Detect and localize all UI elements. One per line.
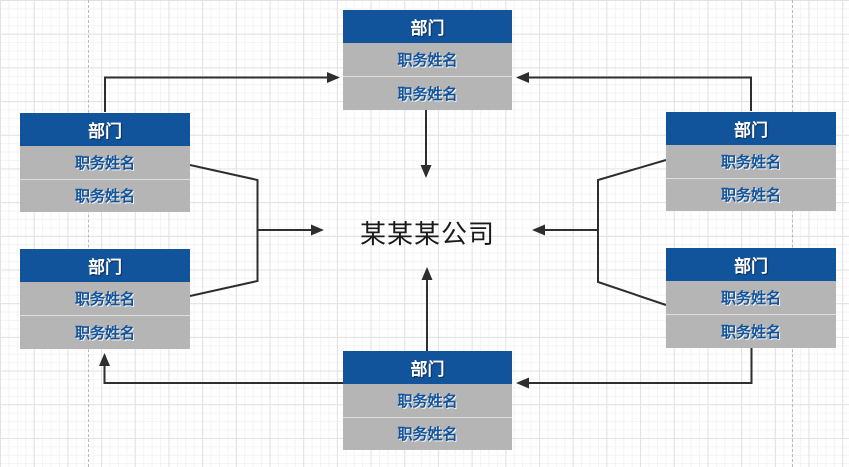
connector-rightbottom-to-bottombox[interactable] — [516, 348, 753, 389]
department-header: 部门 — [343, 10, 512, 43]
position-name-row: 职务姓名 — [20, 315, 190, 349]
connector-lefttop-to-topbox[interactable] — [104, 72, 340, 113]
org-box-right-bottom[interactable]: 部门 职务姓名 职务姓名 — [666, 248, 836, 348]
department-header: 部门 — [343, 351, 512, 384]
position-name-row: 职务姓名 — [666, 145, 836, 178]
page-boundary-dashed-line-left — [88, 0, 89, 467]
department-header: 部门 — [20, 113, 190, 146]
org-box-left-bottom[interactable]: 部门 职务姓名 职务姓名 — [20, 249, 190, 349]
position-name-row: 职务姓名 — [20, 178, 190, 212]
position-name-row: 职务姓名 — [666, 314, 836, 348]
position-name-row: 职务姓名 — [666, 177, 836, 211]
connector-right-bracket[interactable] — [597, 159, 667, 306]
position-name-row: 职务姓名 — [343, 43, 512, 76]
org-box-top-center[interactable]: 部门 职务姓名 职务姓名 — [343, 10, 512, 110]
connector-righttop-to-topbox[interactable] — [516, 72, 752, 112]
org-box-right-top[interactable]: 部门 职务姓名 职务姓名 — [666, 112, 836, 211]
org-box-left-top[interactable]: 部门 职务姓名 职务姓名 — [20, 113, 190, 212]
position-name-row: 职务姓名 — [20, 146, 190, 179]
department-header: 部门 — [666, 112, 836, 145]
connector-bottombox-to-leftbottom[interactable] — [99, 353, 344, 384]
position-name-row: 职务姓名 — [343, 76, 512, 110]
position-name-row: 职务姓名 — [343, 384, 512, 417]
position-name-row: 职务姓名 — [666, 281, 836, 314]
connector-left-bracket[interactable] — [189, 164, 259, 297]
department-header: 部门 — [20, 249, 190, 282]
company-title: 某某某公司 — [359, 219, 495, 249]
org-box-bottom-center[interactable]: 部门 职务姓名 职务姓名 — [343, 351, 512, 450]
position-name-row: 职务姓名 — [343, 416, 512, 450]
page-boundary-dashed-line-right — [792, 0, 793, 467]
department-header: 部门 — [666, 248, 836, 281]
position-name-row: 职务姓名 — [20, 282, 190, 315]
